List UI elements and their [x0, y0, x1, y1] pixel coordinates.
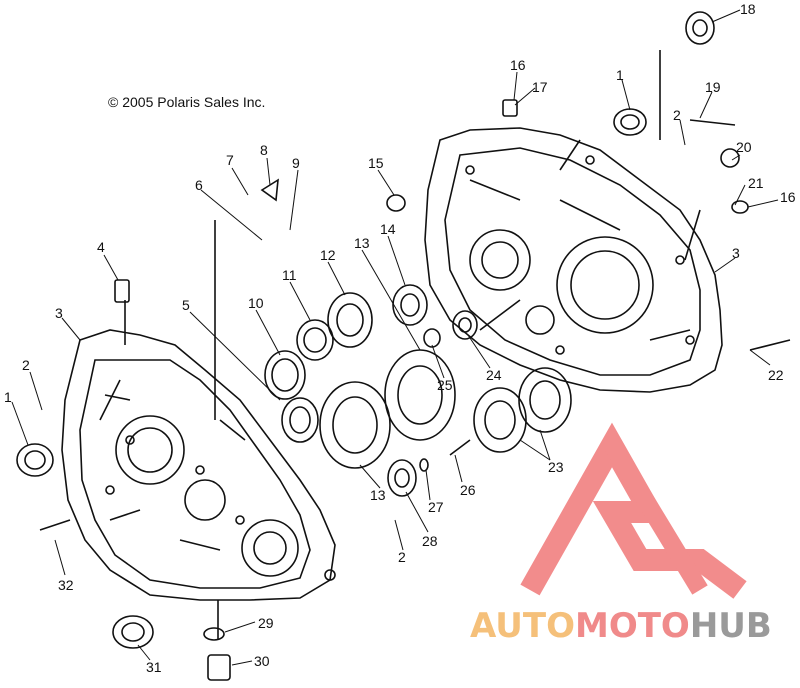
callout-27: 27 [428, 499, 444, 515]
callout-7: 7 [226, 152, 234, 168]
callout-1-left: 1 [4, 389, 12, 405]
callout-22: 22 [768, 367, 784, 383]
callout-11: 11 [282, 267, 297, 283]
callout-32: 32 [58, 577, 74, 593]
brand-part-moto: MOTO [574, 606, 690, 646]
callout-24: 24 [486, 367, 502, 383]
callout-19: 19 [705, 79, 721, 95]
callout-20: 20 [736, 139, 752, 155]
callout-17: 17 [532, 79, 548, 95]
callout-23: 23 [548, 459, 564, 475]
left-crankcase-half [61, 329, 336, 601]
leader-lines [11, 9, 779, 666]
callout-2-left: 2 [22, 357, 30, 373]
callout-14: 14 [380, 221, 396, 237]
callout-16-top: 16 [510, 57, 526, 73]
right-crankcase-half [424, 127, 723, 393]
callout-21: 21 [748, 175, 764, 191]
callout-4: 4 [97, 239, 105, 255]
bearing-stack [16, 11, 791, 681]
watermark-brand: AUTOMOTOHUB [470, 606, 772, 646]
copyright-notice: © 2005 Polaris Sales Inc. [108, 94, 266, 110]
callout-2-top: 2 [673, 107, 681, 123]
callout-8: 8 [260, 142, 268, 158]
callout-10: 10 [248, 295, 264, 311]
callout-16-right: 16 [780, 189, 796, 205]
callout-5: 5 [182, 297, 190, 313]
callout-29: 29 [258, 615, 274, 631]
callout-26: 26 [460, 482, 476, 498]
callout-30: 30 [254, 653, 270, 669]
callout-12: 12 [320, 247, 336, 263]
callout-6: 6 [195, 177, 203, 193]
callout-2-bottom: 2 [398, 549, 406, 565]
callout-1-top: 1 [616, 67, 624, 83]
callout-13-top: 13 [354, 235, 370, 251]
callout-28: 28 [422, 533, 438, 549]
callout-31: 31 [146, 659, 162, 675]
callout-3-right: 3 [732, 245, 740, 261]
brand-part-auto: AUTO [470, 606, 575, 646]
callout-3-left: 3 [55, 305, 63, 321]
callout-15: 15 [368, 155, 384, 171]
callout-18: 18 [740, 1, 756, 17]
brand-part-hub: HUB [689, 606, 772, 646]
callout-25: 25 [437, 377, 453, 393]
watermark-triangle-logo [520, 422, 747, 599]
callout-labels: 18 16 17 1 19 2 20 21 16 7 8 9 6 15 4 14… [4, 1, 796, 675]
callout-9: 9 [292, 155, 300, 171]
callout-13-bottom: 13 [370, 487, 386, 503]
